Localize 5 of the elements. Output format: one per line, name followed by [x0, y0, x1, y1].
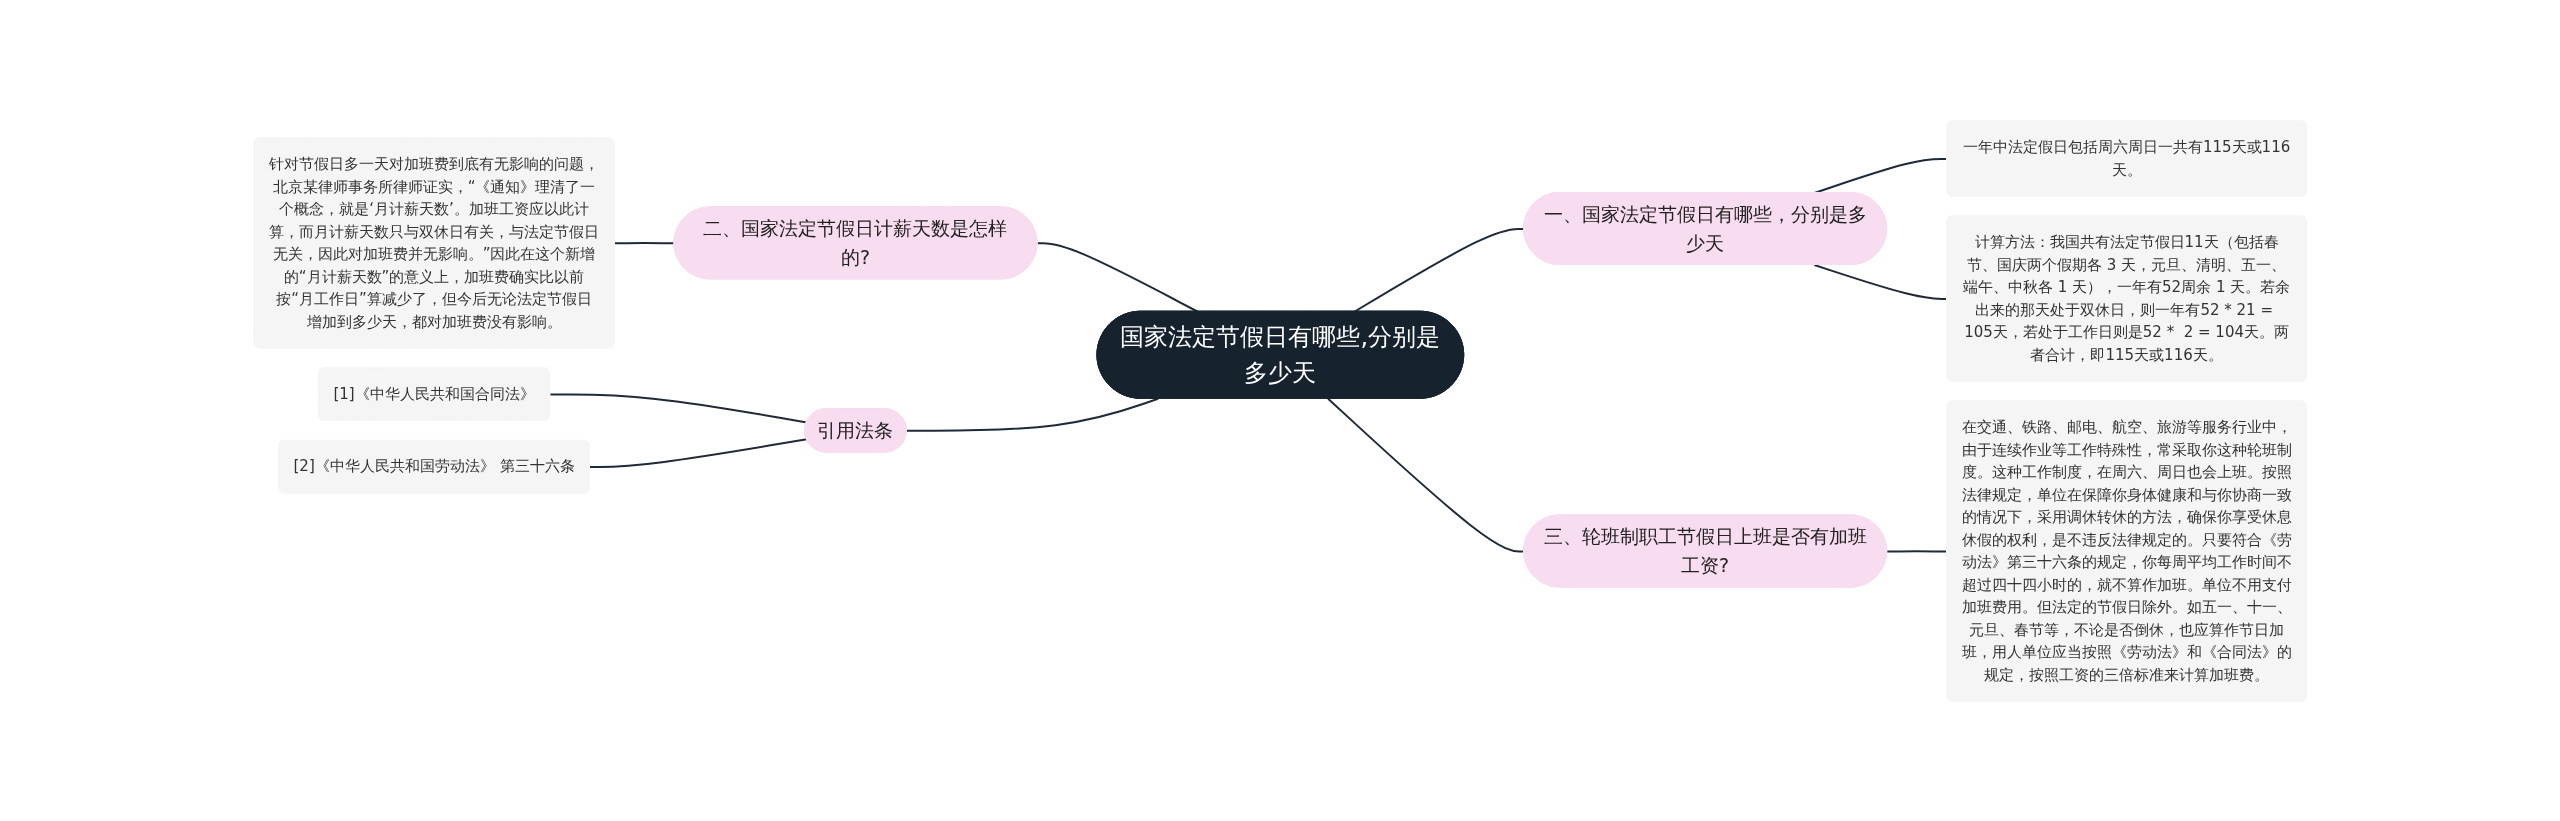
connector	[1326, 397, 1525, 552]
connector	[588, 437, 808, 468]
connector	[1885, 549, 1948, 552]
connector	[1813, 263, 1948, 300]
connector	[905, 397, 1159, 432]
